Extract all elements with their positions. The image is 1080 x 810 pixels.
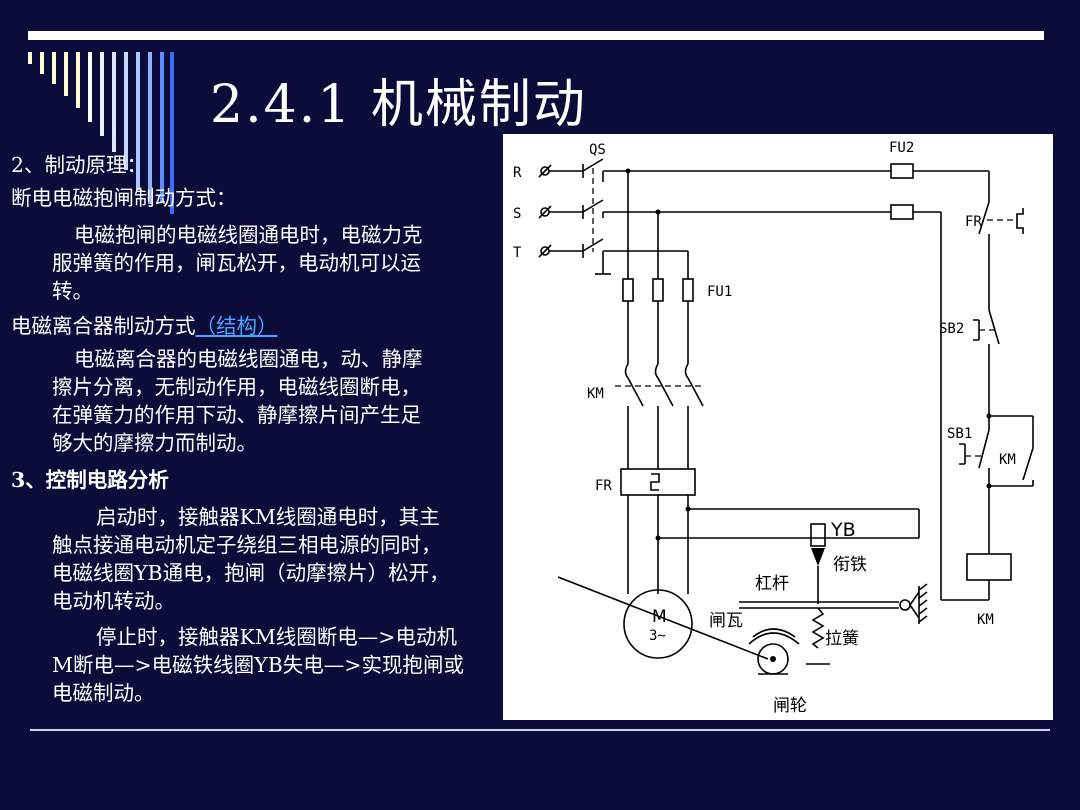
paragraph-line: 转。	[52, 279, 93, 303]
label-fr-heater: FR	[595, 478, 612, 494]
label-brake-shoe: 闸瓦	[709, 611, 743, 631]
label-lever: 杠杆	[755, 574, 789, 594]
circuit-diagram-panel: R S T QS	[503, 134, 1053, 720]
paragraph-line: 电磁抱闸的电磁线圈通电时，电磁力克	[74, 223, 423, 247]
paragraph-line: 电动机转动。	[52, 589, 175, 613]
section-heading-control-circuit: 3、控制电路分析	[11, 468, 169, 492]
label-qs: QS	[589, 142, 606, 158]
label-fu2: FU2	[889, 140, 914, 156]
section-heading-braking-principle: 2、制动原理：	[11, 153, 148, 177]
km-coil	[966, 553, 1012, 581]
qs-switch: QS	[582, 142, 611, 275]
label-spring: 拉簧	[825, 629, 859, 649]
subheading-clutch-brake-text: 电磁离合器制动方式	[11, 314, 196, 338]
decorative-stripes	[28, 52, 174, 214]
paragraph-line: 触点接通电动机定子绕组三相电源的同时，	[52, 533, 442, 557]
paragraph-line: 擦片分离，无制动作用，电磁线圈断电，	[52, 375, 421, 399]
label-km-main: KM	[587, 386, 604, 402]
label-fr-nc: FR	[965, 214, 982, 230]
fuse-fu1-a	[622, 278, 634, 302]
body-text: 2、制动原理： 断电电磁抱闸制动方式： 电磁抱闸的电磁线圈通电时，电磁力克 服弹…	[0, 0, 500, 720]
paragraph-line: 够大的摩擦力而制动。	[52, 431, 257, 455]
subheading-clutch-brake: 电磁离合器制动方式（结构）	[11, 313, 278, 339]
paragraph-line: 停止时，接触器KM线圈断电—>电动机	[96, 625, 457, 649]
label-s: S	[513, 206, 521, 222]
paragraph-line: 电磁制动。	[52, 681, 155, 705]
label-sb1: SB1	[947, 426, 972, 442]
slide-title: 2.4.1 机械制动	[210, 75, 587, 135]
stripe-group	[28, 52, 174, 214]
circuit-diagram: R S T QS	[513, 140, 1034, 716]
yb-brake-coil: YB 衔铁	[658, 508, 920, 604]
paragraph-line: 在弹簧力的作用下动、静摩擦片间产生足	[52, 403, 421, 427]
subheading-power-off-brake: 断电电磁抱闸制动方式：	[11, 186, 237, 210]
top-rule	[28, 31, 1044, 40]
label-km-aux: KM	[999, 452, 1016, 468]
label-km-coil: KM	[977, 612, 994, 628]
label-sb2: SB2	[939, 321, 964, 337]
fuse-fu2-bottom	[890, 204, 914, 220]
paragraph-line: 启动时，接触器KM线圈通电时，其主	[96, 505, 440, 529]
paragraph-line: 电磁离合器的电磁线圈通电，动、静摩	[74, 347, 423, 371]
control-circuit: FR SB2 SB1 KM KM	[939, 171, 1034, 628]
motor-m: M 3~	[557, 576, 769, 660]
label-brake-wheel: 闸轮	[773, 696, 807, 716]
three-phase-lines: FU1	[603, 171, 732, 364]
label-r: R	[513, 165, 522, 181]
label-motor-sub: 3~	[649, 628, 666, 644]
km-main-contacts: KM	[587, 363, 704, 469]
label-t: T	[513, 245, 522, 261]
fuse-fu2-top	[890, 163, 914, 179]
paragraph-line: M断电—>电磁铁线圈YB失电—>实现抱闸或	[52, 653, 464, 677]
paragraph-line: 服弹簧的作用，闸瓦松开，电动机可以运	[52, 251, 421, 275]
label-armature: 衔铁	[833, 555, 867, 575]
label-yb: YB	[830, 519, 856, 541]
fuse-fu1-c	[682, 278, 694, 302]
structure-link[interactable]: （结构）	[195, 314, 278, 338]
supply-lines: FU2	[603, 140, 989, 600]
brake-mechanism: 杠杆 闸瓦 闸轮 拉簧	[709, 574, 928, 716]
power-input-terminals: R S T	[513, 164, 584, 261]
yb-coil-box	[810, 523, 826, 547]
motor-circle	[623, 589, 693, 659]
bottom-rule	[30, 729, 1050, 731]
label-fu1: FU1	[707, 284, 732, 300]
fr-thermal-heater: FR	[595, 468, 696, 594]
fuse-fu1-b	[652, 278, 664, 302]
paragraph-line: 电磁线圈YB通电，抱闸（动摩擦片）松开，	[52, 561, 450, 585]
